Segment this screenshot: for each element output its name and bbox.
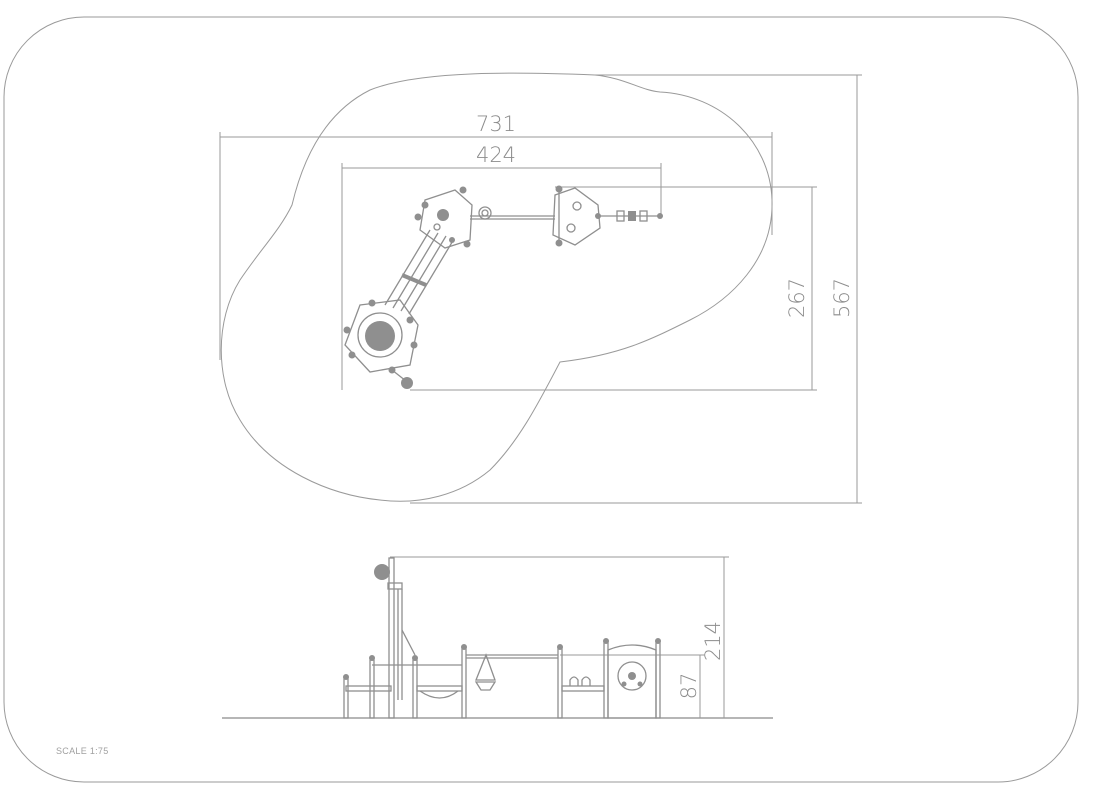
dimension-214: 214 <box>390 556 729 718</box>
equipment-elevation <box>343 557 661 719</box>
dimension-567: 567 <box>410 74 862 504</box>
dimension-label: 87 <box>677 673 701 700</box>
drawing-frame <box>3 16 1079 783</box>
dimension-87: 87 <box>560 654 705 718</box>
dimension-267: 267 <box>410 186 817 391</box>
scale-label: SCALE 1:75 <box>56 746 109 756</box>
dimension-label: 267 <box>785 278 809 318</box>
dimension-424: 424 <box>341 143 662 390</box>
dimension-731: 731 <box>219 112 773 360</box>
dimension-label: 214 <box>701 621 725 661</box>
dimension-label: 424 <box>476 143 516 167</box>
dimension-label: 567 <box>830 278 854 318</box>
equipment-plan <box>343 185 663 389</box>
dimension-label: 731 <box>476 112 516 136</box>
elevation-view: 214 87 <box>222 556 773 719</box>
plan-view: 731 424 267 567 <box>219 72 862 504</box>
